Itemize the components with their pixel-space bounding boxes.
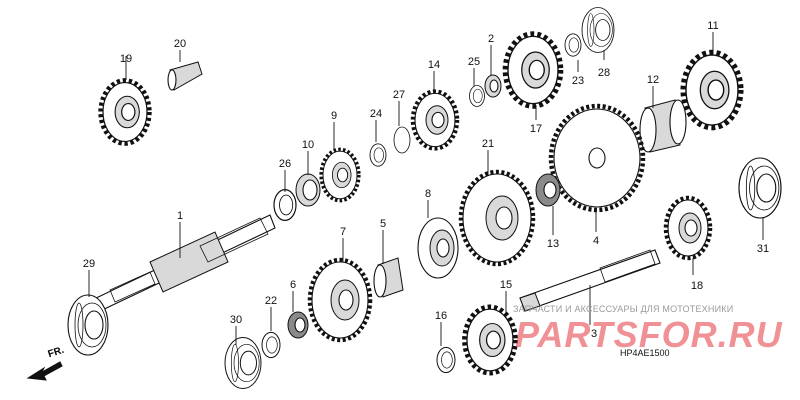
part-3-countershaft: [519, 249, 661, 312]
part-6-bushing: [287, 311, 309, 339]
part-19-gear: [101, 81, 149, 144]
callout-25: 25: [468, 56, 480, 68]
watermark: ЗАПЧАСТИ И АКСЕССУАРЫ ДЛЯ МОТОТЕХНИКИ PA…: [505, 300, 800, 360]
part-5-needle-bearing: [373, 257, 404, 298]
part-22-washer: [261, 331, 281, 359]
callout-9: 9: [331, 110, 337, 122]
callout-4: 4: [593, 235, 599, 247]
callout-numbers: 19 20 1 29 26 10 9 24 27 14 25 2 17 23 2…: [83, 20, 769, 340]
callout-27: 27: [393, 89, 405, 101]
callout-31: 31: [757, 243, 769, 255]
part-8-hub: [417, 217, 459, 279]
part-12-needle-bearing: [639, 99, 687, 153]
part-11-gear: [683, 53, 740, 128]
part-14-gear: [413, 92, 457, 149]
diagram-code: HP4AE1500: [620, 348, 670, 358]
callout-10: 10: [302, 139, 314, 151]
callout-30: 30: [230, 314, 242, 326]
part-27-circlip: [393, 126, 411, 154]
part-23-washer: [564, 33, 582, 57]
part-1-main-shaft: [91, 214, 276, 313]
part-13-bushing: [535, 173, 561, 207]
part-2-bushing: [484, 74, 502, 98]
callout-3: 3: [591, 328, 597, 340]
part-4-final-gear: [548, 103, 646, 213]
front-direction-arrow-icon: [26, 361, 63, 381]
callout-12: 12: [647, 74, 659, 86]
callout-2: 2: [488, 33, 494, 45]
part-24-washer: [369, 143, 387, 167]
part-16-washer: [436, 346, 456, 374]
part-30-bearing: [224, 337, 262, 389]
callout-7: 7: [340, 226, 346, 238]
watermark-caption: ЗАПЧАСТИ И АКСЕССУАРЫ ДЛЯ МОТОТЕХНИКИ: [513, 304, 734, 314]
callout-16: 16: [435, 310, 447, 322]
part-7-gear: [307, 257, 373, 343]
part-28-bearing: [581, 7, 615, 53]
part-9-gear: [319, 147, 361, 203]
callout-18: 18: [691, 280, 703, 292]
callout-19: 19: [120, 53, 132, 65]
callout-11: 11: [707, 20, 718, 32]
callout-6: 6: [290, 279, 296, 291]
callout-5: 5: [380, 218, 386, 230]
callout-14: 14: [428, 59, 440, 71]
callout-1: 1: [177, 210, 183, 222]
watermark-logo: PARTSFOR.RU: [515, 314, 783, 355]
part-25-washer: [469, 85, 485, 107]
leader-lines: [88, 32, 764, 346]
callout-15: 15: [500, 279, 512, 291]
callout-13: 13: [547, 238, 559, 250]
part-20-pin: [167, 61, 203, 91]
part-31-bearing: [738, 157, 782, 219]
callout-21: 21: [482, 138, 494, 150]
part-26-washer: [273, 188, 297, 222]
callout-26: 26: [279, 158, 291, 170]
part-21-gear: [458, 169, 536, 267]
callout-28: 28: [598, 67, 610, 79]
callout-17: 17: [530, 123, 542, 135]
part-18-gear: [666, 198, 710, 258]
part-17-gear: [506, 34, 561, 106]
part-29-bearing: [67, 294, 109, 356]
callout-23: 23: [572, 75, 584, 87]
callout-22: 22: [265, 295, 277, 307]
part-10-bushing: [295, 173, 321, 207]
callout-24: 24: [370, 108, 382, 120]
callout-8: 8: [425, 188, 431, 200]
callout-29: 29: [83, 258, 95, 270]
callout-20: 20: [174, 38, 186, 50]
